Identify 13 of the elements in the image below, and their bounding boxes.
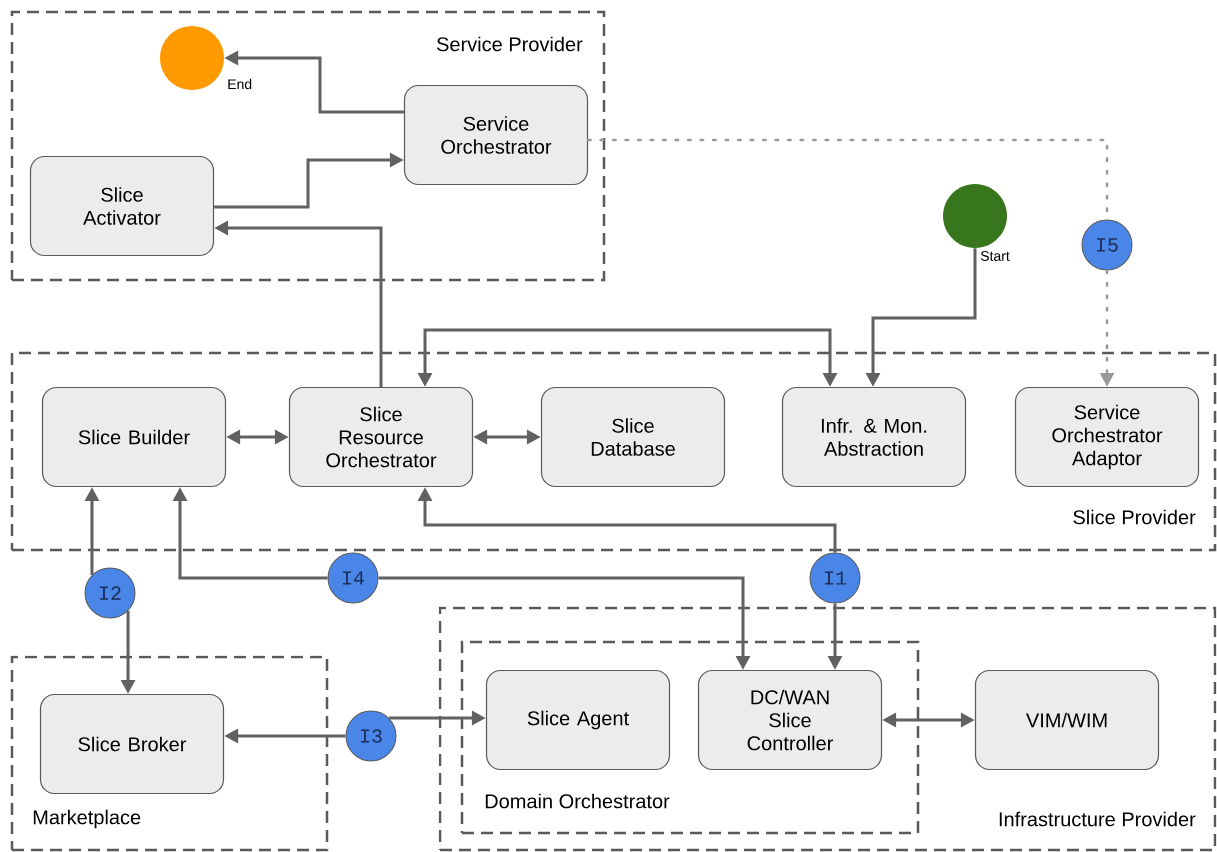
marker-caption: End: [228, 78, 252, 90]
process-box: DC/WAN Slice Controller: [697, 669, 883, 771]
process-box: Service Orchestrator: [403, 84, 589, 186]
process-box: Slice Resource Orchestrator: [288, 386, 474, 488]
process-box: Slice Activator: [29, 155, 215, 257]
process-box: Service Orchestrator Adaptor: [1014, 386, 1200, 488]
process-box: Slice Agent: [485, 669, 671, 771]
process-box: Slice Database: [540, 386, 726, 488]
marker-caption: Start: [980, 251, 1010, 261]
process-box: Infr. & Mon. Abstraction: [781, 386, 967, 488]
process-box: Slice Builder: [41, 386, 227, 488]
process-box: VIM/WIM: [974, 669, 1160, 771]
process-box: Slice Broker: [39, 693, 225, 795]
